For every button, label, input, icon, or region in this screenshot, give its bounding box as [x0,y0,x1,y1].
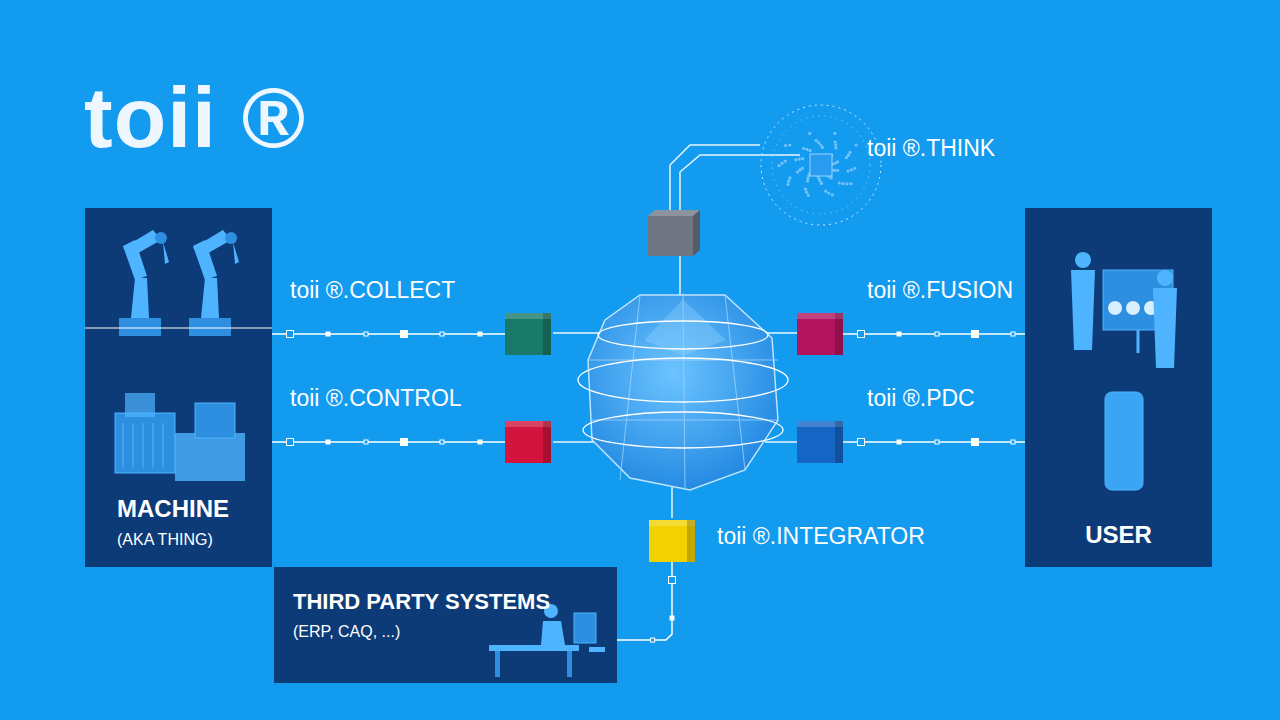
data-packet [364,332,368,336]
panel-subtitle: (AKA THING) [117,531,213,549]
data-packet [670,616,674,620]
data-packet [440,440,444,444]
panel-title: MACHINE [117,495,229,523]
data-packet [935,332,939,336]
module-label: toii ®.CONTROL [290,385,462,412]
module-label: toii ®.THINK [867,135,995,162]
module-label: toii ®.PDC [867,385,975,412]
data-packet [1011,332,1015,336]
data-packet [897,440,901,444]
data-packet [326,440,330,444]
gray-cube [648,210,700,256]
data-packet [858,331,865,338]
module-cube: toii ®.CONTROL [505,421,551,463]
module-cube: toii ®.PDC [797,421,843,463]
module-label: toii ®.COLLECT [290,277,455,304]
data-packet [897,332,901,336]
data-link [272,441,505,443]
system-panel: THIRD PARTY SYSTEMS (ERP, CAQ, ...) [274,567,617,683]
panel-title: USER [1085,521,1152,549]
data-packet [401,439,408,446]
hub-sphere [578,293,788,490]
data-packet [669,577,676,584]
data-packet [364,440,368,444]
module-cube: toii ®.INTEGRATOR [649,520,695,562]
data-packet [1011,440,1015,444]
think-circle [758,102,884,228]
data-link [843,441,1025,443]
data-packet [287,439,294,446]
user-illustration [1025,208,1212,567]
system-panel: MACHINE (AKA THING) [85,208,272,567]
panel-title: THIRD PARTY SYSTEMS [293,589,550,615]
system-panel: USER [1025,208,1212,567]
data-packet [972,439,979,446]
data-packet [858,439,865,446]
data-packet [287,331,294,338]
panel-subtitle: (ERP, CAQ, ...) [293,623,400,641]
module-cube: toii ®.FUSION [797,313,843,355]
think-cloud: toii ®.THINK [758,102,884,228]
module-cube: toii ®.COLLECT [505,313,551,355]
data-link [617,562,672,640]
data-packet [401,331,408,338]
module-label: toii ®.INTEGRATOR [717,523,925,550]
data-packet [972,331,979,338]
module-label: toii ®.FUSION [867,277,1013,304]
data-packet [651,638,655,642]
data-packet [478,332,482,336]
data-packet [440,332,444,336]
title: toii ® [84,68,306,167]
data-packet [478,440,482,444]
data-packet [326,332,330,336]
data-packet [935,440,939,444]
data-link [843,333,1025,335]
data-link [272,333,505,335]
